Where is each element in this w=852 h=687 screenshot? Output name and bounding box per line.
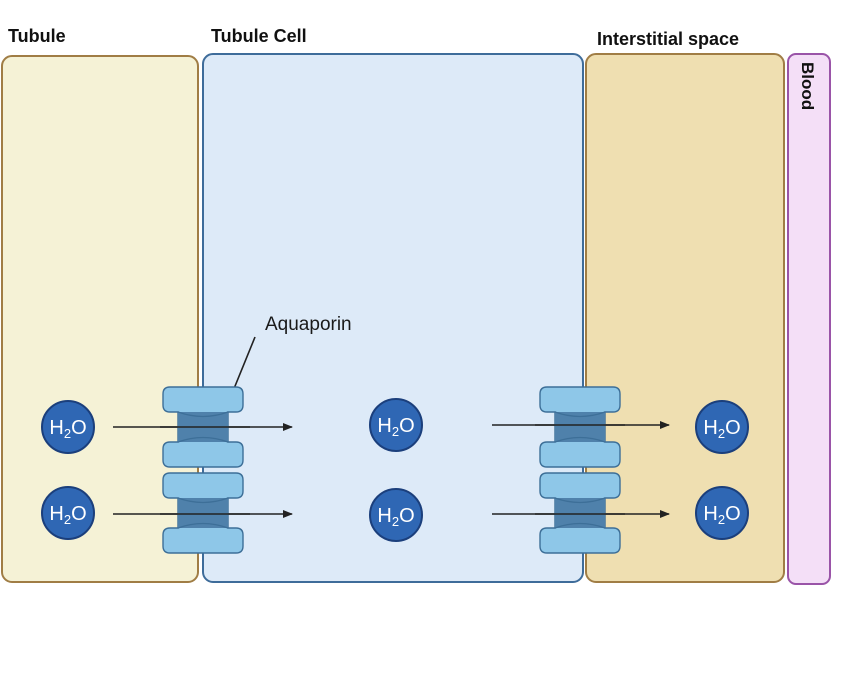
- svg-text:H2O: H2O: [49, 503, 86, 527]
- svg-text:H2O: H2O: [49, 417, 86, 441]
- water-molecule-icon: H2O: [695, 400, 749, 454]
- svg-text:H2O: H2O: [377, 505, 414, 529]
- tubule-heading: Tubule: [8, 26, 66, 46]
- aquaporin-callout-label: Aquaporin: [265, 314, 352, 335]
- water-molecule-icon: H2O: [695, 486, 749, 540]
- svg-text:H2O: H2O: [703, 417, 740, 441]
- tubule-cell-region: [202, 53, 584, 583]
- water-molecule-icon: H2O: [41, 400, 95, 454]
- aquaporin-pointer-line: [230, 336, 256, 397]
- water-molecule-icon: H2O: [369, 398, 423, 452]
- interstitial-space-region: [585, 53, 785, 583]
- water-molecule-icon: H2O: [369, 488, 423, 542]
- tubule-region: [1, 55, 199, 583]
- svg-text:H2O: H2O: [703, 503, 740, 527]
- svg-text:H2O: H2O: [377, 415, 414, 439]
- tubule-cell-heading: Tubule Cell: [211, 26, 307, 46]
- water-molecule-icon: H2O: [41, 486, 95, 540]
- blood-region: [787, 53, 831, 585]
- interstitial-space-heading: Interstitial space: [597, 29, 740, 49]
- blood-heading: Blood: [798, 62, 817, 111]
